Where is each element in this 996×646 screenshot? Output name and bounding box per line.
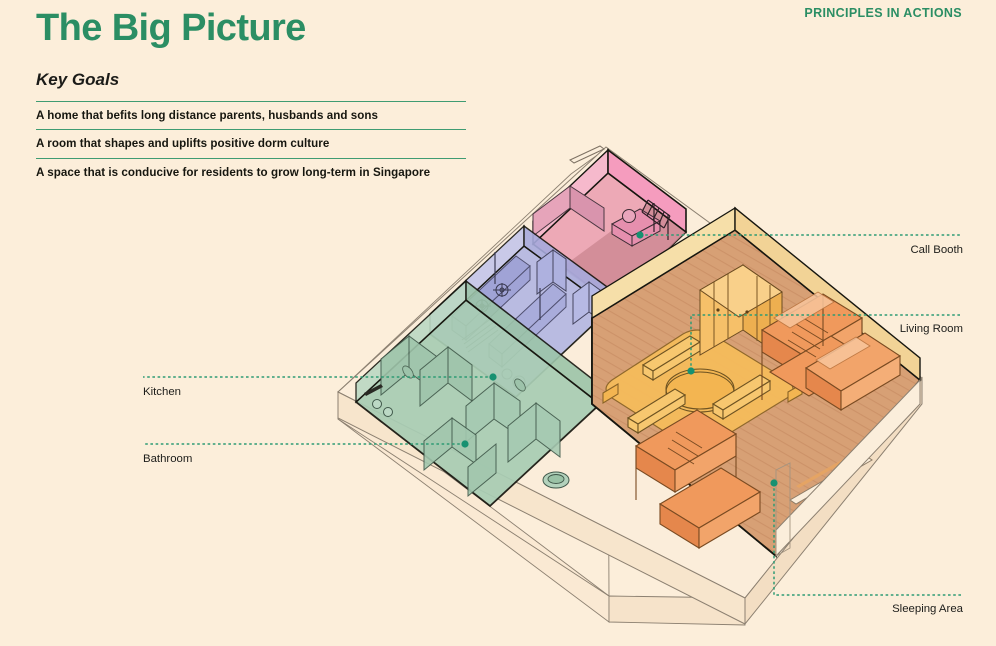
marker-dot-living-room (687, 367, 695, 375)
callout-label-sleeping-area: Sleeping Area (892, 603, 963, 615)
list-item: A room that shapes and uplifts positive … (36, 129, 466, 157)
callout-label-living-room: Living Room (899, 323, 963, 335)
page-title: The Big Picture (36, 7, 306, 49)
goal-text: A home that befits long distance parents… (36, 109, 379, 122)
callout-label-bathroom: Bathroom (143, 453, 193, 465)
living-platform (602, 329, 803, 449)
marker-dot-sleeping-area (770, 479, 778, 487)
room-bathroom (354, 279, 615, 508)
section-subtitle: Key Goals (36, 70, 120, 89)
list-item: A space that is conducive for residents … (36, 157, 466, 186)
marker-dot-kitchen (489, 373, 497, 381)
key-goals-list: A home that befits long distance parents… (36, 101, 466, 186)
goal-text: A space that is conducive for residents … (36, 165, 431, 179)
callout-leaders (143, 231, 962, 596)
callout-label-call-booth: Call Booth (910, 244, 963, 256)
marker-dot-bathroom (461, 440, 469, 448)
bunk-bed (804, 332, 902, 411)
room-living-and-sleeping (591, 206, 922, 558)
callout-label-kitchen: Kitchen (143, 386, 181, 398)
marker-dot-call-booth (636, 231, 644, 239)
goal-text: A room that shapes and uplifts positive … (36, 137, 330, 151)
bunk-bed (634, 409, 738, 500)
list-item: A home that befits long distance parents… (36, 101, 466, 129)
locker-bank (699, 264, 783, 358)
bunk-bed (658, 467, 762, 549)
eyebrow-label: PRINCIPLES IN ACTIONS (804, 6, 962, 20)
